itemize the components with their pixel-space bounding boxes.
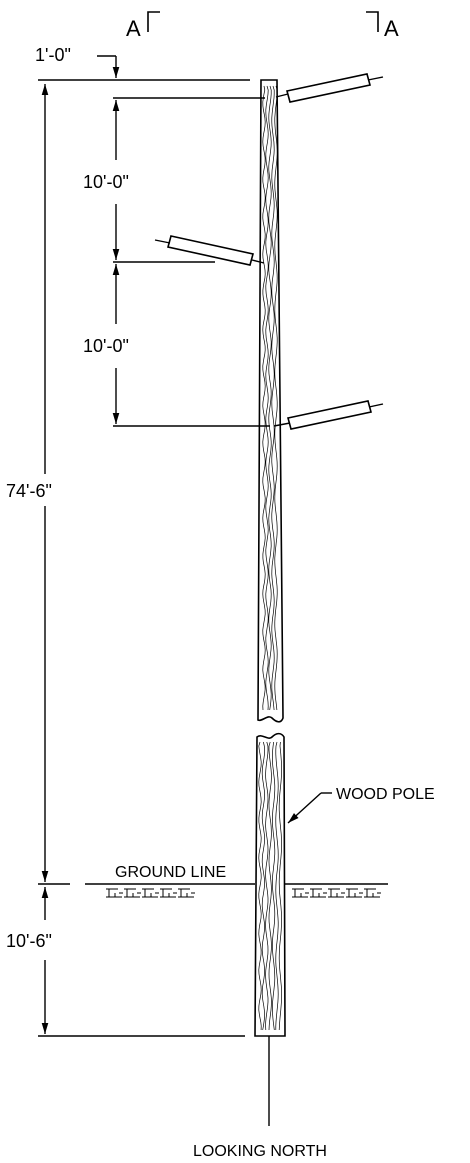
dimension-spacing-upper: 10'-0" <box>83 100 129 260</box>
dimension-above-ground: 74'-6" <box>6 84 52 882</box>
ground-line-label: GROUND LINE <box>115 864 226 881</box>
section-mark-left: A <box>126 11 160 41</box>
dim-spacing-lower-label: 10'-0" <box>83 336 129 356</box>
dim-top-offset-label: 1'-0" <box>35 45 71 65</box>
dim-embedment-label: 10'-6" <box>6 931 52 951</box>
section-mark-left-bracket <box>147 11 160 32</box>
ground-line: GROUND LINE <box>85 864 388 898</box>
insulator-2-conductor <box>154 239 171 244</box>
dimension-top-offset: 1'-0" <box>35 45 120 78</box>
pole-lower-grain <box>258 741 282 1031</box>
wood-pole-label: WOOD POLE <box>336 786 435 803</box>
wood-pole-leader <box>287 792 322 824</box>
insulator-1 <box>275 73 384 103</box>
soil-hatch-right <box>292 888 381 898</box>
dim-spacing-upper-label: 10'-0" <box>83 172 129 192</box>
wood-pole-callout: WOOD POLE <box>287 786 435 824</box>
soil-hatch-left <box>106 888 195 898</box>
insulator-1-conductor <box>367 76 384 81</box>
insulator-3 <box>273 400 384 430</box>
dimension-spacing-lower: 10'-0" <box>83 264 129 424</box>
insulator-1-pin <box>275 93 289 98</box>
insulator-3-body <box>287 400 372 430</box>
dim-above-ground-label: 74'-6" <box>6 481 52 501</box>
insulator-2-body <box>167 235 254 266</box>
section-mark-right: A <box>366 11 399 41</box>
insulator-2 <box>154 235 265 266</box>
section-mark-right-letter: A <box>384 16 399 41</box>
section-mark-right-bracket <box>366 11 379 32</box>
dimension-embedment: 10'-6" <box>6 887 52 1034</box>
wood-pole-upper <box>257 79 284 723</box>
view-label: LOOKING NORTH <box>193 1143 327 1160</box>
wood-pole-lower <box>254 732 286 1037</box>
section-mark-left-letter: A <box>126 16 141 41</box>
insulator-2-pin <box>251 259 265 264</box>
insulator-3-conductor <box>368 403 384 408</box>
insulator-3-pin <box>273 422 291 427</box>
pole-upper-outline <box>257 79 284 723</box>
pole-upper-grain <box>262 85 278 711</box>
insulator-1-body <box>286 73 371 103</box>
pole-lower-outline <box>254 732 286 1037</box>
